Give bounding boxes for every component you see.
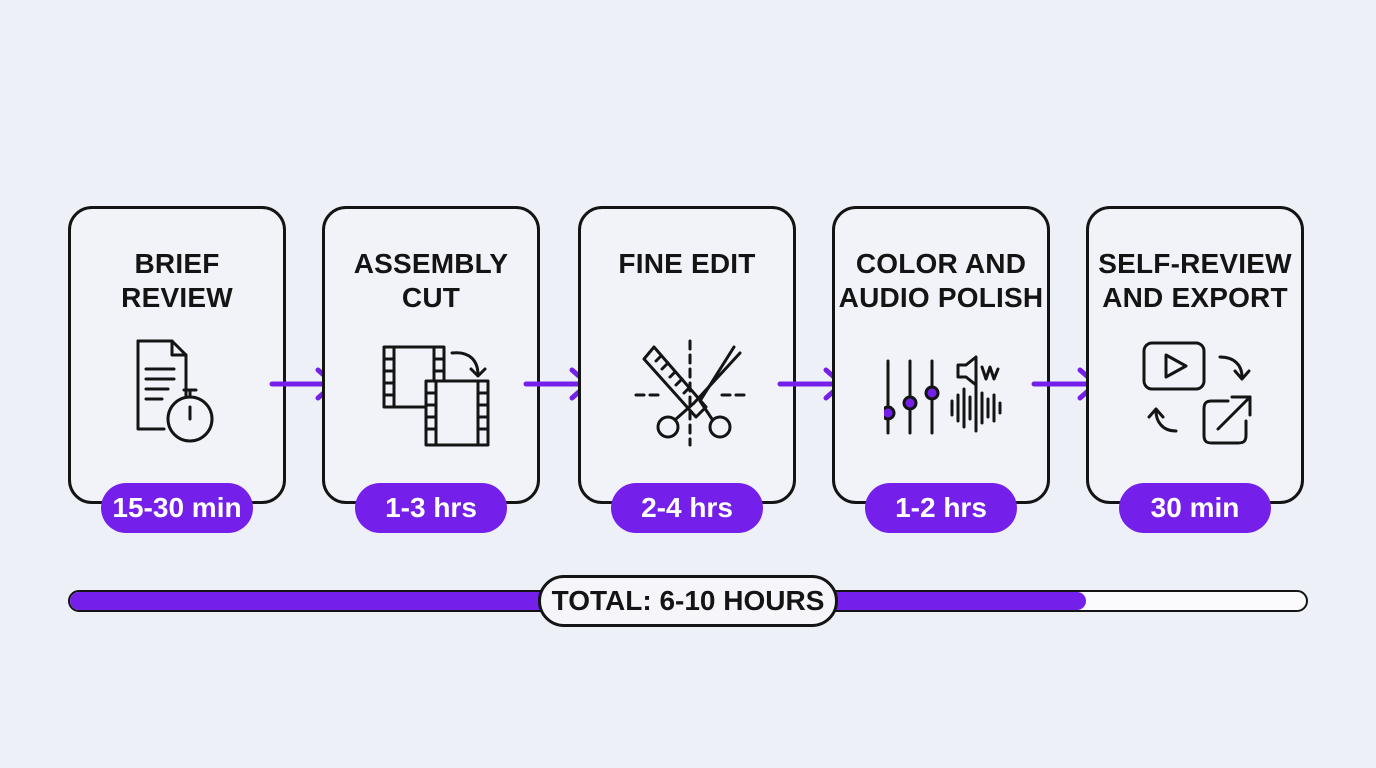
step-title: FINE EDIT (618, 248, 756, 279)
step-card-color-audio-polish: COLOR AND AUDIO POLISH 1-2 hrs (832, 206, 1050, 533)
total-label: TOTAL: 6-10 HOURS (538, 575, 838, 627)
duration-badge: 30 min (1119, 483, 1271, 533)
step-card-fine-edit: FINE EDIT 2-4 (578, 206, 796, 533)
step-card-self-review-export: SELF-REVIEW AND EXPORT 30 min (1086, 206, 1304, 533)
play-export-icon (1138, 339, 1258, 449)
film-strips-icon (374, 339, 494, 449)
step-card-brief-review: BRIEF REVIEW 15-30 min (68, 206, 286, 533)
sliders-waveform-icon (884, 339, 1004, 449)
step-card-assembly-cut: ASSEMBLY CUT 1 (322, 206, 540, 533)
step-title: SELF-REVIEW AND EXPORT (1098, 248, 1292, 313)
duration-badge: 15-30 min (101, 483, 253, 533)
document-stopwatch-icon (120, 339, 240, 449)
duration-badge: 1-2 hrs (865, 483, 1017, 533)
duration-badge: 2-4 hrs (611, 483, 763, 533)
duration-badge: 1-3 hrs (355, 483, 507, 533)
step-title: ASSEMBLY CUT (353, 248, 509, 313)
ruler-scissors-icon (630, 339, 750, 449)
step-title: BRIEF REVIEW (121, 248, 233, 313)
step-title: COLOR AND AUDIO POLISH (838, 248, 1044, 313)
